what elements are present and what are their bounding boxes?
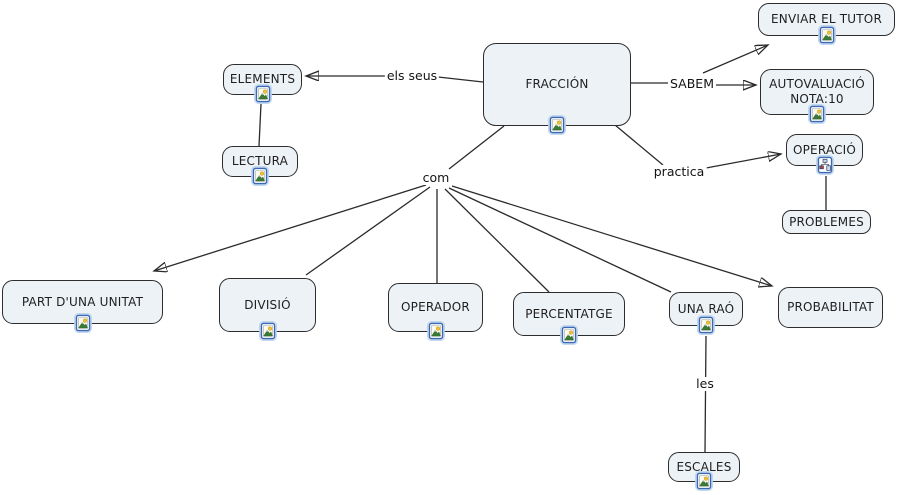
image-resource-icon[interactable]: [548, 115, 566, 135]
edge-com-probabilitat[interactable]: [451, 185, 772, 286]
node-divisio[interactable]: DIVISIÓ: [219, 278, 316, 341]
node-escales[interactable]: ESCALES: [668, 452, 740, 491]
node-label: LECTURA: [231, 154, 289, 168]
node-label: PERCENTATGE: [525, 306, 613, 321]
edge-com-percentatge[interactable]: [444, 188, 550, 293]
edge-elements-lectura[interactable]: [258, 103, 262, 147]
node-label: OPERACIÓ: [792, 142, 857, 157]
link-label-sabem[interactable]: SABEM: [668, 76, 716, 91]
edge-una-rao-escales[interactable]: [704, 335, 707, 453]
node-percentatge[interactable]: PERCENTATGE: [513, 292, 625, 345]
node-operador[interactable]: OPERADOR: [388, 283, 483, 341]
image-resource-icon[interactable]: [817, 25, 836, 45]
edge-com-una-rao[interactable]: [448, 187, 672, 293]
node-label: UNA RAÓ: [677, 301, 735, 316]
node-operacio[interactable]: OPERACIÓ: [786, 134, 863, 175]
node-fraccion[interactable]: FRACCIÓN: [483, 43, 631, 135]
image-resource-icon[interactable]: [426, 321, 445, 341]
node-probabilitat[interactable]: PROBABILITAT: [778, 287, 883, 328]
image-resource-icon[interactable]: [697, 315, 715, 335]
image-resource-icon[interactable]: [73, 313, 92, 333]
link-label-els-seus[interactable]: els seus: [384, 68, 440, 83]
image-resource-icon[interactable]: [258, 321, 277, 341]
node-label: FRACCIÓN: [525, 77, 589, 91]
edge-fraccion-com[interactable]: [448, 125, 505, 170]
image-resource-icon[interactable]: [560, 325, 578, 345]
edge-practica-operacio[interactable]: [705, 154, 781, 169]
node-enviar-el-tutor[interactable]: ENVIAR EL TUTOR: [758, 3, 895, 45]
node-label: AUTOVALUACIÓ NOTA:10: [769, 77, 865, 106]
node-una-rao[interactable]: UNA RAÓ: [669, 292, 743, 335]
node-label: OPERADOR: [401, 300, 470, 314]
cmap-resource-icon[interactable]: [815, 155, 834, 175]
node-label: ELEMENTS: [229, 72, 296, 86]
edge-fraccion-elsseus[interactable]: [437, 76, 484, 83]
node-autovaluacio[interactable]: AUTOVALUACIÓ NOTA:10: [760, 69, 874, 124]
node-label: DIVISIÓ: [244, 297, 291, 312]
link-label-practica[interactable]: practica: [651, 164, 707, 179]
node-elements[interactable]: ELEMENTS: [223, 64, 302, 104]
node-label: ENVIAR EL TUTOR: [771, 12, 882, 26]
image-resource-icon[interactable]: [808, 104, 826, 124]
node-lectura[interactable]: LECTURA: [222, 146, 298, 186]
node-label: ESCALES: [676, 459, 732, 474]
edge-com-part-duna-unitat[interactable]: [154, 184, 427, 271]
node-problemes[interactable]: PROBLEMES: [782, 210, 871, 234]
node-label: PROBABILITAT: [787, 300, 874, 314]
image-resource-icon[interactable]: [695, 471, 713, 491]
link-label-les[interactable]: les: [694, 376, 716, 391]
node-part-duna-unitat[interactable]: PART D'UNA UNITAT: [2, 280, 163, 333]
image-resource-icon[interactable]: [251, 166, 269, 186]
node-label: PROBLEMES: [789, 214, 864, 229]
edge-sabem-enviar-el-tutor[interactable]: [702, 45, 768, 74]
link-label-com[interactable]: com: [420, 170, 452, 185]
node-label: PART D'UNA UNITAT: [21, 294, 144, 309]
image-resource-icon[interactable]: [253, 84, 272, 104]
edge-fraccion-practica[interactable]: [614, 124, 664, 166]
edge-com-divisio[interactable]: [305, 186, 431, 276]
